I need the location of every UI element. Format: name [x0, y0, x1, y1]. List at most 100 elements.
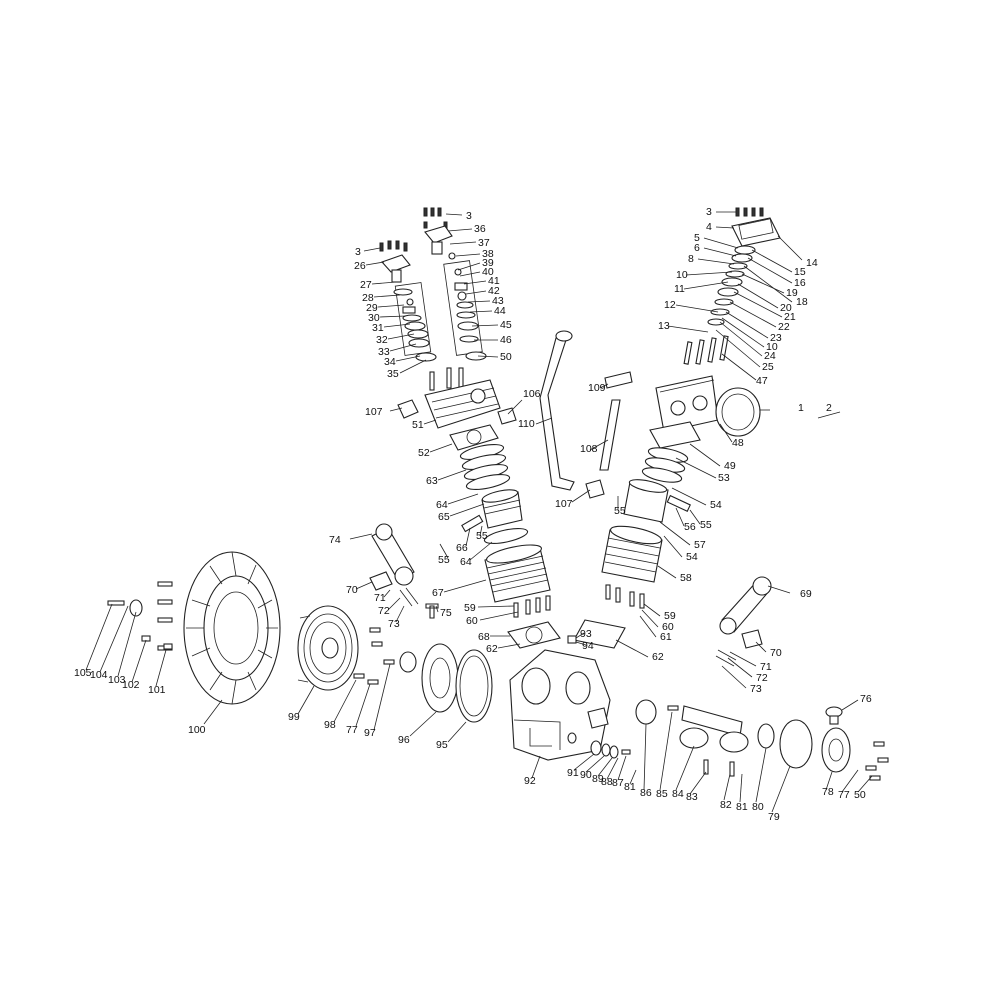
part-number-label: 86: [640, 787, 652, 799]
leader-line: [463, 280, 487, 285]
part-number-label: 54: [710, 499, 722, 511]
leader-line: [643, 723, 647, 791]
outlet-tube: [539, 335, 575, 491]
leader-line: [443, 579, 487, 593]
part-number-label: 42: [488, 285, 500, 297]
leader-line: [739, 773, 743, 803]
part-number-label: 107: [365, 406, 383, 418]
part-number-label: 55: [700, 519, 712, 531]
part-number-label: 67: [432, 587, 444, 599]
part-number-label: 40: [482, 266, 494, 278]
pulley-fasteners: [353, 627, 395, 685]
flywheel: [183, 551, 281, 705]
part-number-label: 8: [688, 253, 694, 265]
part-number-label: 107: [555, 498, 573, 510]
connecting-rod-right: [715, 576, 772, 667]
leader-line: [767, 585, 791, 594]
part-number-label: 3: [355, 246, 361, 258]
part-number-label: 100: [188, 724, 206, 736]
leader-line: [333, 679, 357, 723]
leader-line: [597, 757, 613, 777]
part-number-label: 75: [440, 607, 452, 619]
part-number-label: 50: [500, 351, 512, 363]
leader-line: [683, 281, 729, 290]
leader-line: [395, 355, 421, 362]
leader-line: [457, 262, 481, 271]
part-number-label: 71: [760, 661, 772, 673]
leader-line: [429, 443, 453, 453]
leader-line: [465, 527, 471, 547]
part-number-label: 52: [418, 447, 430, 459]
part-number-label: 95: [436, 739, 448, 751]
part-number-label: 36: [474, 223, 486, 235]
leader-line: [447, 493, 479, 505]
part-number-label: 30: [368, 312, 380, 324]
leader-line: [689, 509, 701, 525]
leader-line: [363, 247, 381, 252]
part-number-label: 72: [756, 672, 768, 684]
leader-line: [355, 683, 371, 727]
part-number-label: 27: [360, 279, 372, 291]
leader-line: [715, 226, 735, 229]
part-number-label: 62: [486, 643, 498, 655]
leader-line: [449, 503, 485, 517]
front-cover-group: [399, 643, 493, 723]
leader-line: [573, 753, 595, 771]
leader-line: [721, 665, 747, 689]
part-number-label: 87: [612, 777, 624, 789]
part-number-label: 3: [706, 206, 712, 218]
leader-line: [131, 639, 147, 683]
leader-line: [99, 605, 129, 673]
part-number-label: 14: [806, 257, 818, 269]
leader-line: [659, 521, 691, 546]
leader-line: [575, 632, 585, 639]
leader-line: [455, 253, 481, 257]
leader-line: [743, 265, 793, 303]
leader-line: [629, 769, 637, 785]
leader-line: [719, 423, 733, 443]
leader-line: [715, 329, 761, 368]
part-number-label: 73: [750, 683, 762, 695]
leader-line: [643, 603, 661, 617]
leader-line: [857, 775, 873, 793]
leader-line: [675, 507, 685, 527]
leader-line: [615, 639, 649, 658]
part-number-label: 58: [680, 572, 692, 584]
leader-line: [349, 533, 373, 540]
leader-line: [723, 773, 731, 801]
leader-line: [606, 757, 619, 780]
part-number-label: 61: [660, 631, 672, 643]
part-number-label: 65: [438, 511, 450, 523]
part-number-label: 45: [500, 319, 512, 331]
leader-line: [479, 611, 519, 621]
part-number-label: 64: [436, 499, 448, 511]
leader-line: [469, 310, 493, 313]
part-number-label: 5: [694, 232, 700, 244]
part-number-label: 64: [460, 556, 472, 568]
leader-line: [447, 721, 467, 743]
leader-line: [675, 745, 695, 791]
part-number-label: 25: [762, 361, 774, 373]
leader-line: [373, 294, 401, 298]
leader-line: [477, 355, 499, 358]
air-filter: [715, 387, 761, 437]
part-number-label: 82: [720, 799, 732, 811]
part-number-label: 43: [492, 295, 504, 307]
left-piston-cylinder: [459, 444, 561, 649]
part-number-label: 50: [854, 789, 866, 801]
part-number-label: 26: [354, 260, 366, 272]
part-number-label: 90: [580, 769, 592, 781]
part-number-label: 94: [582, 640, 594, 652]
part-number-label: 81: [624, 781, 636, 793]
part-number-label: 29: [366, 302, 378, 314]
leader-line: [729, 301, 777, 328]
leader-line: [689, 443, 721, 467]
crankcase: [509, 635, 611, 761]
leader-line: [697, 258, 735, 265]
part-number-label: 20: [780, 302, 792, 314]
leader-line: [387, 597, 401, 611]
leader-line: [585, 755, 605, 773]
leader-line: [373, 663, 391, 731]
leader-line: [727, 657, 753, 678]
part-number-label: 34: [384, 356, 396, 368]
